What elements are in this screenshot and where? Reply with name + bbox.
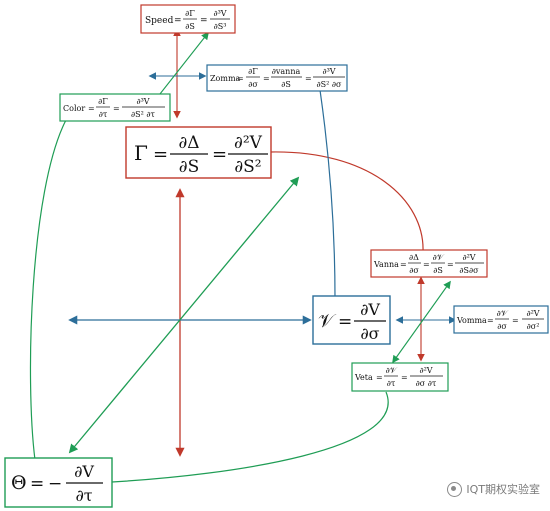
gamma-node: Γ = ∂Δ ∂S = ∂²V ∂S²	[125, 126, 272, 179]
speed-symbol: Speed	[145, 16, 174, 26]
equals-sign: =	[153, 144, 168, 165]
vomma-t2-num: ∂²V	[526, 309, 539, 318]
equals-sign: =	[88, 104, 95, 113]
speed-node: Speed = ∂Γ ∂S = ∂³V ∂S³	[140, 4, 236, 34]
speed-t2-den: ∂S³	[214, 22, 227, 31]
vanna-t1-den: ∂σ	[409, 266, 419, 275]
vanna-symbol: Vanna	[373, 260, 399, 269]
veta-t1-den: ∂τ	[387, 379, 396, 388]
right-time-axis	[392, 280, 451, 364]
gamma-t1-num: ∂Δ	[178, 133, 199, 153]
equals-sign: =	[113, 104, 120, 113]
vega-node: 𝒱 = ∂V ∂σ	[312, 295, 391, 345]
color-symbol: Color	[63, 104, 85, 113]
vega-symbol: 𝒱	[318, 310, 337, 332]
zomma-t1-den: ∂σ	[248, 80, 258, 89]
equals-sign: =	[174, 16, 182, 26]
zomma-t2-num: ∂vanna	[272, 67, 301, 76]
color-t1-num: ∂Γ	[98, 97, 108, 106]
vanna-t3-num: ∂²V	[462, 253, 475, 262]
vanna-t2-num: ∂𝒱	[433, 253, 445, 262]
veta-t2-den: ∂σ ∂τ	[416, 379, 437, 388]
watermark-text: IQT期权实验室	[466, 483, 540, 496]
color-node: Color = ∂Γ ∂τ = ∂³V ∂S² ∂τ	[59, 93, 171, 122]
zomma-symbol: Zomma	[210, 74, 241, 83]
watermark: IQT期权实验室	[447, 481, 540, 497]
theta-t1-den: ∂τ	[75, 486, 92, 505]
equals-sign: =	[30, 474, 44, 494]
connector-color-theta	[29, 119, 67, 461]
vomma-symbol: Vomma	[456, 316, 487, 325]
connector-zomma-vega	[319, 89, 336, 299]
equals-sign: =	[237, 74, 244, 83]
equals-sign: =	[338, 312, 352, 332]
vanna-t3-den: ∂S∂σ	[459, 266, 479, 275]
color-t2-den: ∂S² ∂τ	[131, 110, 156, 119]
speed-t1-num: ∂Γ	[185, 9, 195, 18]
gamma-t2-num: ∂²V	[234, 133, 263, 153]
speed-t1-den: ∂S	[185, 22, 195, 31]
veta-node: Veta = ∂𝒱 ∂τ = ∂²V ∂σ ∂τ	[351, 362, 449, 392]
vanna-node: Vanna = ∂Δ ∂σ = ∂𝒱 ∂S = ∂²V ∂S∂σ	[370, 249, 488, 278]
wechat-icon	[447, 481, 463, 497]
equals-sign: =	[512, 316, 519, 325]
equals-sign: =	[400, 260, 407, 269]
gamma-t1-den: ∂S	[179, 157, 199, 177]
equals-sign: =	[305, 74, 312, 83]
color-t1-den: ∂τ	[99, 110, 108, 119]
equals-sign: =	[200, 16, 208, 26]
connector-veta-theta	[111, 391, 389, 483]
vega-t1-den: ∂σ	[360, 324, 379, 343]
zomma-t3-num: ∂³V	[322, 67, 335, 76]
gamma-symbol: Γ	[134, 141, 148, 165]
equals-sign: =	[423, 260, 430, 269]
equals-sign: =	[263, 74, 270, 83]
theta-t1-num: ∂V	[74, 462, 94, 481]
theta-symbol: Θ	[11, 472, 27, 494]
vanna-t1-num: ∂Δ	[409, 253, 419, 262]
main-time-axis	[68, 176, 300, 454]
vomma-node: Vomma = ∂𝒱 ∂σ = ∂²V ∂σ²	[453, 305, 549, 334]
vomma-t2-den: ∂σ²	[527, 322, 540, 331]
gamma-t2-den: ∂S²	[234, 157, 261, 177]
veta-t1-num: ∂𝒱	[386, 366, 398, 375]
equals-sign: =	[376, 373, 383, 382]
speed-t2-num: ∂³V	[213, 9, 226, 18]
vanna-t2-den: ∂S	[433, 266, 443, 275]
color-t2-num: ∂³V	[136, 97, 149, 106]
vomma-t1-num: ∂𝒱	[497, 309, 509, 318]
equals-sign: =	[447, 260, 454, 269]
equals-sign: =	[212, 144, 227, 165]
equals-sign: =	[401, 373, 408, 382]
zomma-t2-den: ∂S	[281, 80, 291, 89]
connector-gamma-vanna	[269, 151, 424, 253]
theta-sign: −	[48, 474, 62, 494]
zomma-node: Zomma = ∂Γ ∂σ = ∂vanna ∂S = ∂³V ∂S² ∂σ	[206, 64, 348, 92]
vomma-t1-den: ∂σ	[497, 322, 507, 331]
zomma-t3-den: ∂S² ∂σ	[317, 80, 343, 89]
equals-sign: =	[487, 316, 494, 325]
veta-t2-num: ∂²V	[419, 366, 432, 375]
vega-t1-num: ∂V	[360, 300, 380, 319]
zomma-t1-num: ∂Γ	[248, 67, 258, 76]
theta-node: Θ = − ∂V ∂τ	[4, 457, 113, 508]
veta-symbol: Veta	[354, 373, 373, 382]
